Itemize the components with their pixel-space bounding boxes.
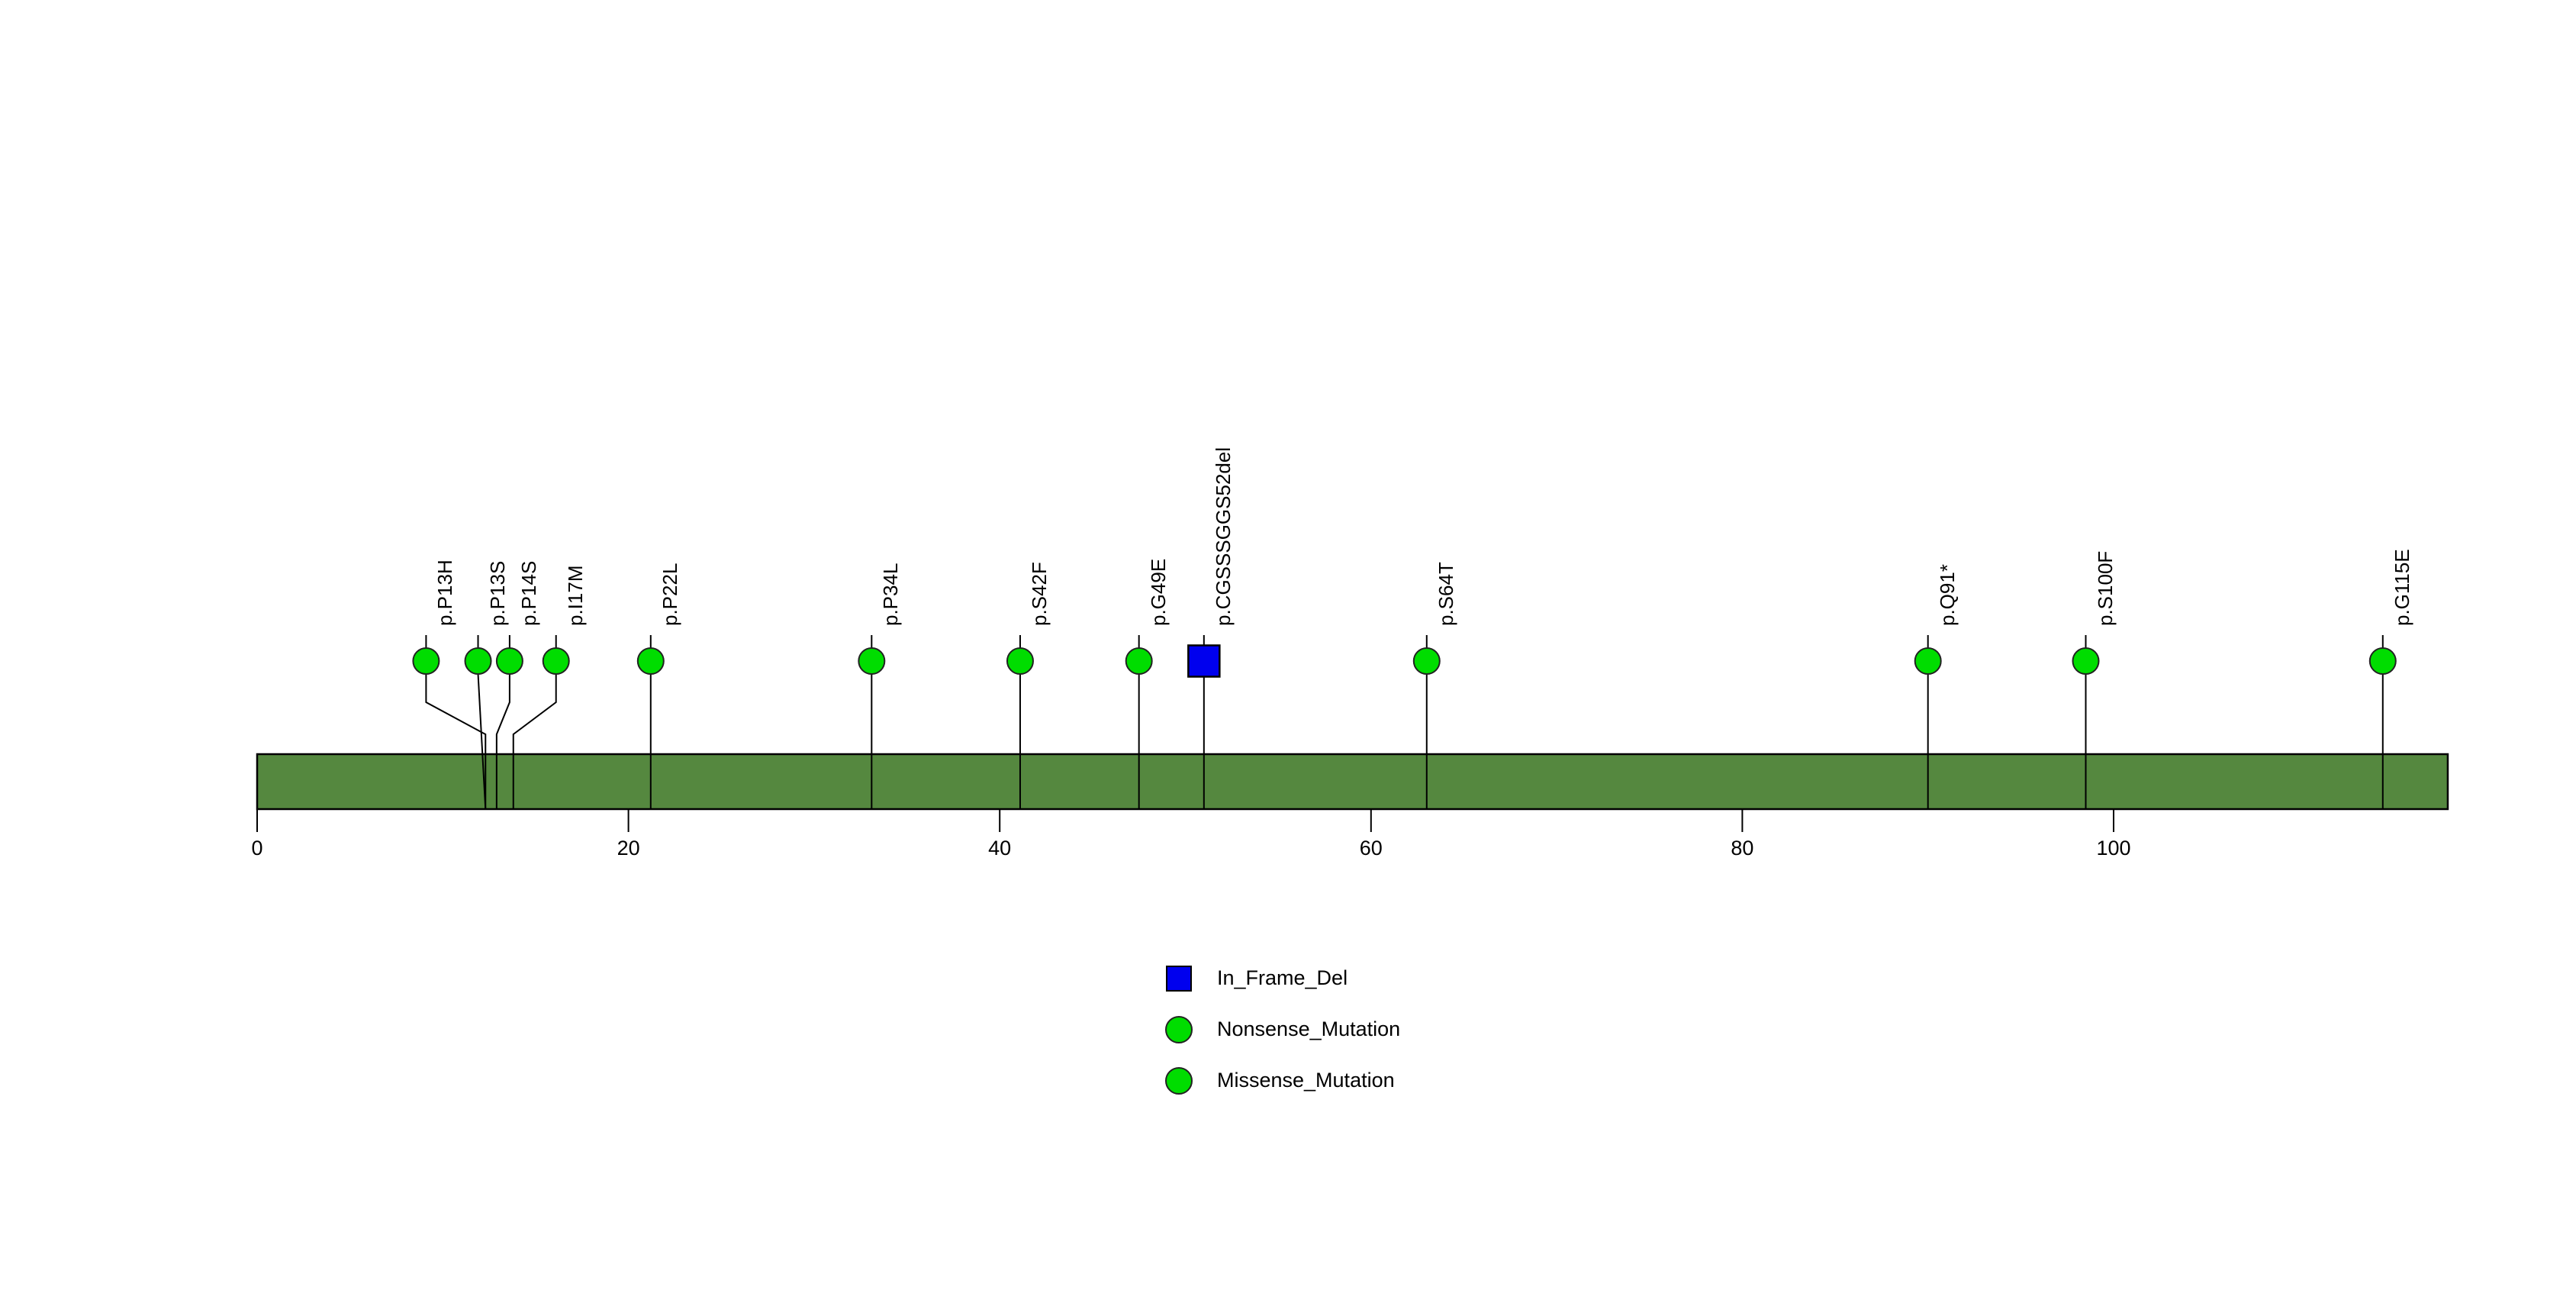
- lollipop-p-q91-[interactable]: [1914, 635, 1942, 809]
- legend-entry-missense_mutation[interactable]: [1165, 1067, 1193, 1095]
- lollipop-p-p14s[interactable]: [495, 635, 523, 809]
- mutation-label: p.I17M: [563, 565, 587, 627]
- lollipop-p-s64t[interactable]: [1412, 635, 1441, 809]
- legend-label: Missense_Mutation: [1217, 1069, 1395, 1092]
- mutation-marker-circle[interactable]: [1412, 647, 1441, 675]
- mutation-marker-circle[interactable]: [464, 647, 492, 675]
- legend-swatch-circle: [1165, 1016, 1193, 1043]
- lollipop-p-cgsssggs52del[interactable]: [1187, 635, 1221, 809]
- legend-entry-in_frame_del[interactable]: [1166, 966, 1192, 992]
- lollipop-p-s100f[interactable]: [2072, 635, 2100, 809]
- axis-tick-label-60: 60: [1359, 837, 1383, 859]
- lollipop-leader: [477, 673, 487, 810]
- lollipop-p-p22l[interactable]: [636, 635, 665, 809]
- mutation-label: p.S100F: [2093, 550, 2117, 626]
- mutation-label: p.S64T: [1434, 562, 1457, 626]
- lollipop-p-g115e[interactable]: [2368, 635, 2397, 809]
- mutation-label: p.Q91*: [1935, 564, 1959, 626]
- lollipop-leader-bent: [495, 674, 510, 809]
- mutation-label: p.P13H: [433, 560, 457, 626]
- lollipop-p-s42f[interactable]: [1006, 635, 1034, 809]
- protein-backbone: [256, 753, 2449, 811]
- mutation-marker-circle[interactable]: [858, 647, 886, 675]
- mutation-marker-circle[interactable]: [1125, 647, 1153, 675]
- lollipop-leader-bent: [512, 674, 557, 809]
- lollipop-p-i17m[interactable]: [512, 635, 570, 809]
- legend-swatch-square: [1166, 966, 1192, 992]
- axis-tick-label-20: 20: [617, 837, 640, 859]
- mutation-label: p.P22L: [658, 563, 681, 626]
- mutation-marker-circle[interactable]: [1006, 647, 1034, 675]
- legend-label: In_Frame_Del: [1217, 966, 1348, 989]
- mutation-marker-circle[interactable]: [542, 647, 570, 675]
- mutation-marker-circle[interactable]: [2368, 647, 2397, 675]
- axis-tick-label-100: 100: [2096, 837, 2131, 859]
- mutation-marker-circle[interactable]: [2072, 647, 2100, 675]
- mutation-label: p.P14S: [517, 560, 540, 626]
- lollipop-p-p13s[interactable]: [464, 635, 492, 810]
- axis-tick-label-80: 80: [1731, 837, 1754, 859]
- lollipop-p-p13h[interactable]: [412, 635, 487, 809]
- legend-swatch-circle: [1165, 1067, 1193, 1095]
- mutation-marker-circle[interactable]: [1914, 647, 1942, 675]
- lollipop-p-g49e[interactable]: [1125, 635, 1153, 809]
- mutation-label: p.CGSSSGGS52del: [1211, 447, 1235, 626]
- legend-entry-nonsense_mutation[interactable]: [1165, 1016, 1193, 1043]
- lollipop-leader-bent: [425, 674, 487, 809]
- mutation-marker-circle[interactable]: [495, 647, 523, 675]
- legend-label: Nonsense_Mutation: [1217, 1017, 1401, 1040]
- axis-tick-label-0: 0: [251, 837, 263, 859]
- mutation-label: p.P34L: [879, 563, 903, 626]
- mutation-label: p.S42F: [1027, 562, 1051, 626]
- mutation-label: p.G49E: [1146, 558, 1170, 626]
- mutation-label: p.P13S: [485, 560, 509, 626]
- lollipop-p-p34l[interactable]: [858, 635, 886, 809]
- mutation-marker-square[interactable]: [1187, 644, 1221, 678]
- mutation-marker-circle[interactable]: [636, 647, 665, 675]
- mutation-label: p.G115E: [2390, 549, 2413, 626]
- mutation-marker-circle[interactable]: [412, 647, 440, 675]
- axis-tick-label-40: 40: [988, 837, 1012, 859]
- x-axis: [256, 809, 2114, 832]
